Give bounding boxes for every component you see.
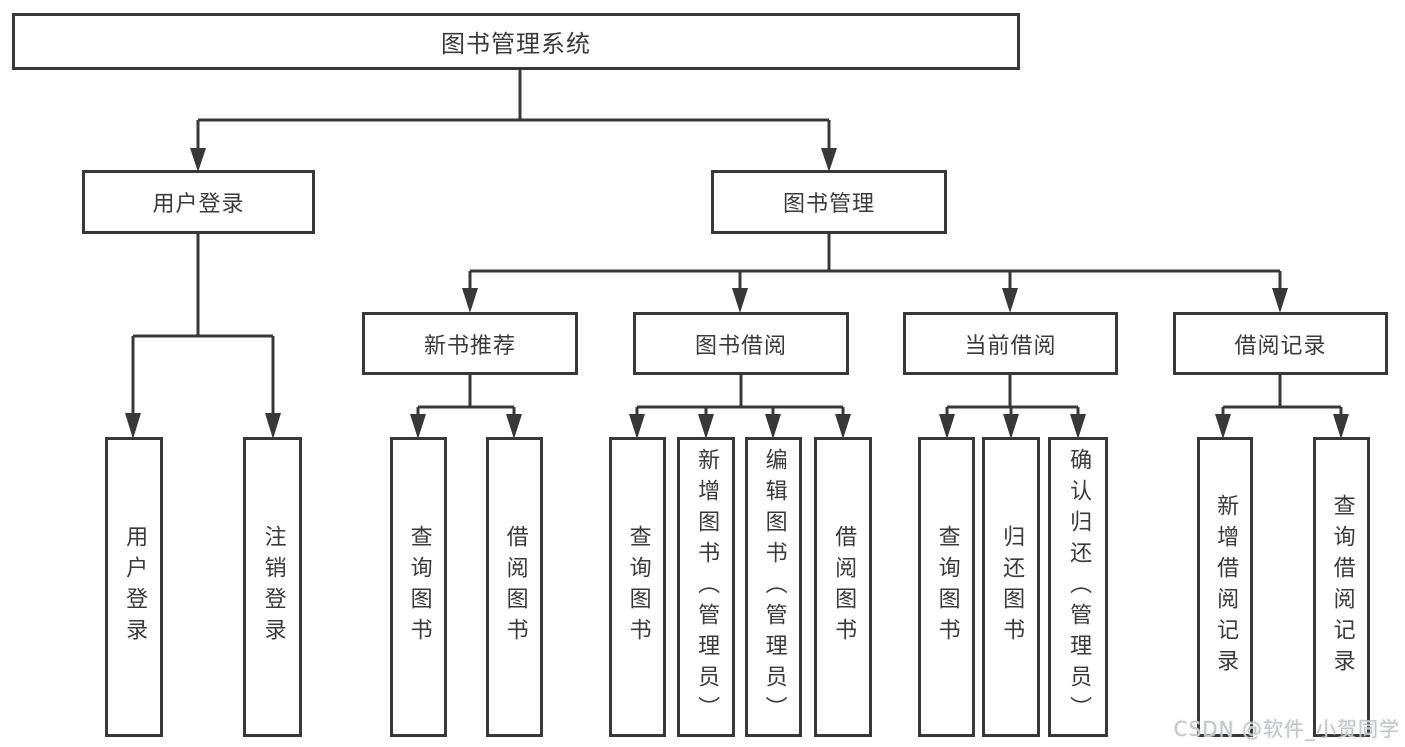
leaf-query-books-recommend: 查询图书: [390, 437, 447, 737]
leaf-confirm-return-admin: 确认归还（管理员）: [1048, 437, 1108, 737]
leaf-query-books-borrow: 查询图书: [609, 437, 666, 737]
node-current-borrow: 当前借阅: [903, 312, 1118, 375]
node-label: 查询图书: [934, 525, 960, 649]
leaf-query-books-current: 查询图书: [918, 437, 975, 737]
node-label: 当前借阅: [964, 333, 1057, 359]
leaf-edit-book-admin: 编辑图书（管理员）: [745, 437, 802, 737]
node-book-management: 图书管理: [711, 170, 947, 234]
node-book-borrow: 图书借阅: [633, 312, 849, 375]
node-label: 借阅图书: [831, 525, 857, 649]
leaf-add-book-admin: 新增图书（管理员）: [677, 437, 735, 737]
leaf-user-login: 用户登录: [105, 437, 163, 737]
node-label: 图书管理系统: [441, 30, 591, 58]
node-new-book-recommend: 新书推荐: [362, 312, 578, 375]
arrowheads: [125, 148, 1349, 439]
node-label: 归还图书: [999, 525, 1025, 649]
node-label: 借阅图书: [502, 525, 528, 649]
node-label: 查询借阅记录: [1329, 494, 1355, 680]
node-library-management-system: 图书管理系统: [12, 13, 1020, 70]
node-label: 查询图书: [406, 525, 432, 649]
leaf-borrow-books-recommend: 借阅图书: [486, 437, 543, 737]
node-label: 图书借阅: [694, 333, 787, 359]
watermark: CSDN @软件_小贺同学: [1173, 717, 1400, 741]
leaf-return-book: 归还图书: [982, 437, 1040, 737]
leaf-query-borrow-record: 查询借阅记录: [1313, 437, 1370, 737]
node-label: 图书管理: [782, 192, 875, 217]
node-label: 新增借阅记录: [1213, 494, 1239, 680]
leaf-add-borrow-record: 新增借阅记录: [1197, 437, 1253, 737]
node-label: 用户登录: [152, 192, 245, 217]
leaf-borrow-books-borrow: 借阅图书: [814, 437, 872, 737]
node-label: 借阅记录: [1234, 333, 1327, 359]
node-label: 用户登录: [122, 525, 148, 649]
node-label: 查询图书: [625, 525, 651, 649]
node-user-login: 用户登录: [82, 170, 315, 234]
node-label: 确认归还（管理员）: [1066, 447, 1092, 727]
leaf-logout: 注销登录: [243, 437, 302, 737]
node-label: 编辑图书（管理员）: [761, 447, 787, 727]
node-label: 新增图书（管理员）: [694, 447, 720, 727]
node-borrow-records: 借阅记录: [1173, 312, 1388, 375]
node-label: 注销登录: [260, 525, 286, 649]
connector-path: [131, 70, 1343, 416]
node-label: 新书推荐: [423, 333, 516, 359]
